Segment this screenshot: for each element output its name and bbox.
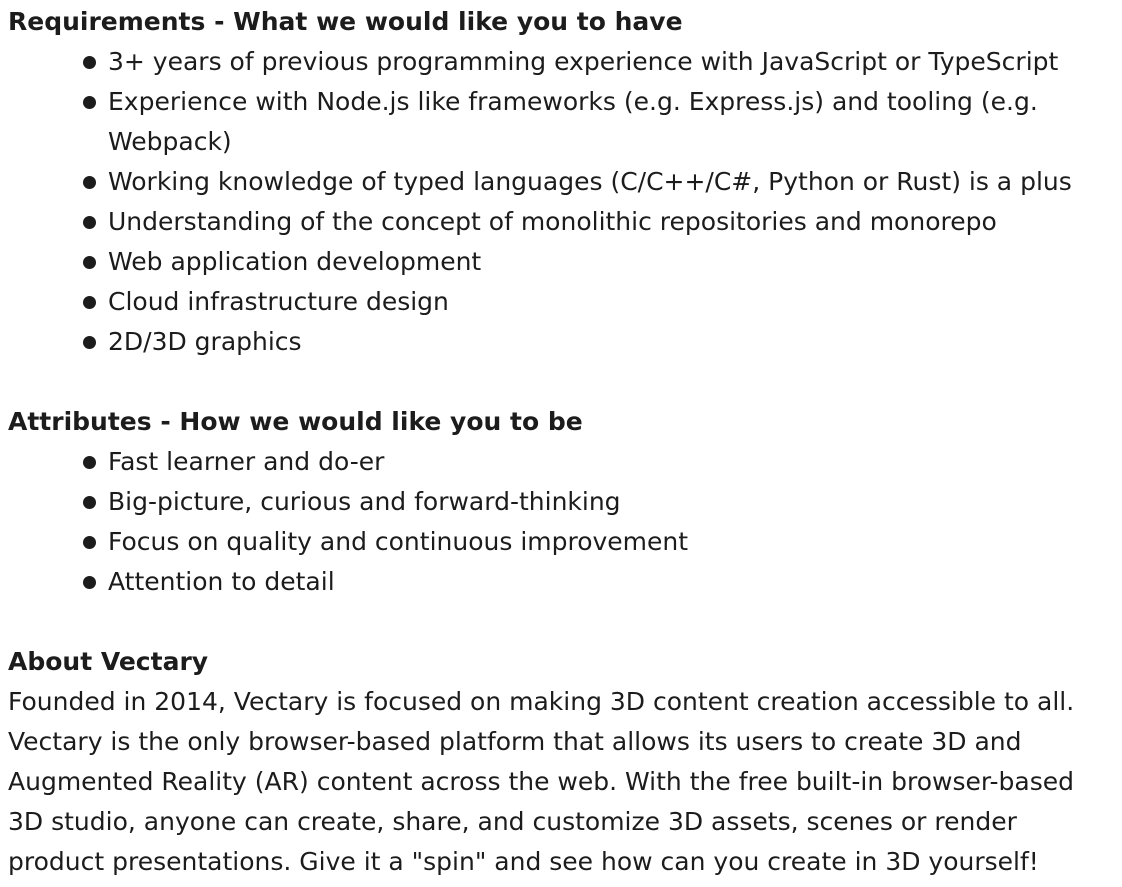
attributes-list: Fast learner and do-er Big-picture, curi…: [8, 442, 1116, 602]
list-item: Understanding of the concept of monolith…: [8, 202, 1116, 242]
list-item-text: Big-picture, curious and forward-thinkin…: [108, 487, 621, 516]
about-paragraph: Founded in 2014, Vectary is focused on m…: [8, 687, 1075, 876]
requirements-heading: Requirements - What we would like you to…: [8, 7, 683, 36]
bullet-icon: [83, 256, 96, 269]
bullet-icon: [83, 456, 96, 469]
bullet-icon: [83, 296, 96, 309]
bullet-icon: [83, 56, 96, 69]
list-item: Fast learner and do-er: [8, 442, 1116, 482]
section-spacer: [8, 362, 1116, 402]
list-item-text: Web application development: [108, 247, 482, 276]
list-item: Attention to detail: [8, 562, 1116, 602]
list-item: Working knowledge of typed languages (C/…: [8, 162, 1116, 202]
bullet-icon: [83, 96, 96, 109]
list-item: 2D/3D graphics: [8, 322, 1116, 362]
list-item: Big-picture, curious and forward-thinkin…: [8, 482, 1116, 522]
list-item: Experience with Node.js like frameworks …: [8, 82, 1116, 162]
bullet-icon: [83, 496, 96, 509]
list-item: Cloud infrastructure design: [8, 282, 1116, 322]
bullet-icon: [83, 536, 96, 549]
section-spacer: [8, 602, 1116, 642]
requirements-list: 3+ years of previous programming experie…: [8, 42, 1116, 362]
job-description: Requirements - What we would like you to…: [8, 2, 1116, 882]
bullet-icon: [83, 576, 96, 589]
list-item: Web application development: [8, 242, 1116, 282]
list-item-text: Fast learner and do-er: [108, 447, 385, 476]
attributes-heading: Attributes - How we would like you to be: [8, 407, 583, 436]
list-item-text: Experience with Node.js like frameworks …: [108, 87, 1038, 156]
bullet-icon: [83, 216, 96, 229]
list-item-text: Understanding of the concept of monolith…: [108, 207, 997, 236]
bullet-icon: [83, 336, 96, 349]
bullet-icon: [83, 176, 96, 189]
list-item-text: Attention to detail: [108, 567, 335, 596]
list-item-text: 3+ years of previous programming experie…: [108, 47, 1059, 76]
list-item-text: 2D/3D graphics: [108, 327, 302, 356]
list-item: Focus on quality and continuous improvem…: [8, 522, 1116, 562]
list-item-text: Cloud infrastructure design: [108, 287, 449, 316]
list-item: 3+ years of previous programming experie…: [8, 42, 1116, 82]
list-item-text: Working knowledge of typed languages (C/…: [108, 167, 1072, 196]
list-item-text: Focus on quality and continuous improvem…: [108, 527, 689, 556]
about-heading: About Vectary: [8, 647, 209, 676]
